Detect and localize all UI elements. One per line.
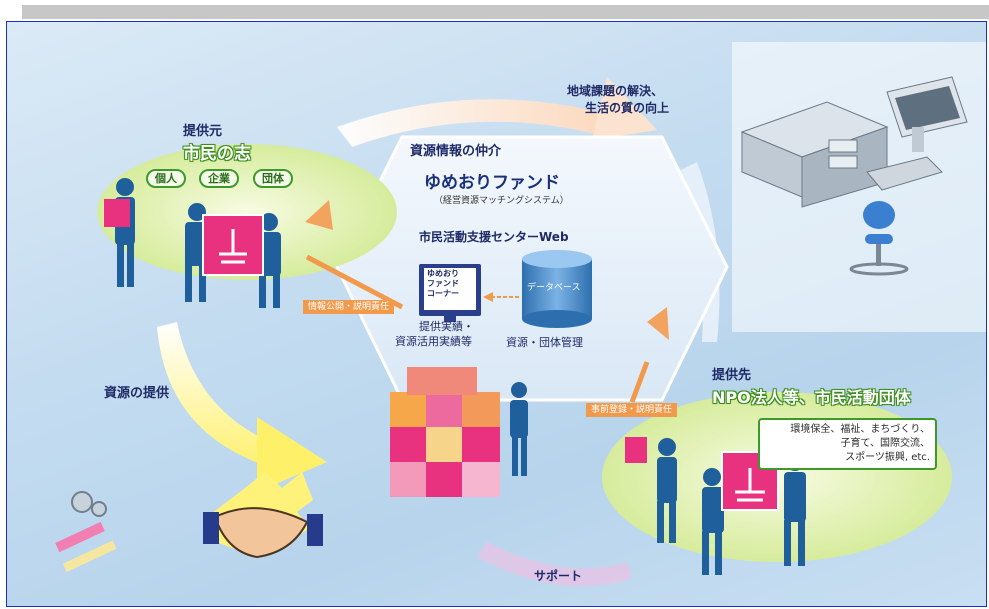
example-line-2: 子育て、国際交流、 [840, 438, 931, 449]
top-arc-arrowhead [592, 77, 657, 140]
screen-line-1: ゆめおり [427, 269, 459, 278]
tag-disclosure: 情報公開・説明責任 [303, 300, 395, 314]
results-line-2: 資源活用実績等 [395, 335, 472, 348]
web-center-label: 市民活動支援センターWeb [419, 230, 569, 244]
fund-name: ゆめおりファンド [424, 173, 560, 193]
resource-provision-label: 資源の提供 [104, 386, 170, 401]
resource-management-label: 資源・団体管理 [506, 336, 583, 349]
people-silhouettes-left [115, 178, 281, 308]
recipient-examples-box: 環境保全、福祉、まちづくり、 子育て、国際交流、 スポーツ振興, etc. [758, 418, 937, 470]
left-orange-arrowhead [305, 200, 333, 230]
pill-group: 団体 [253, 169, 293, 188]
small-pink-box-right [625, 437, 647, 463]
fund-subtitle: （経営資源マッチングシステム） [434, 196, 569, 206]
database-label: データベース [527, 283, 581, 293]
office-desk-illustration [732, 42, 986, 332]
pill-individual: 個人 [146, 169, 186, 188]
small-pink-box-left [104, 199, 130, 227]
left-arc-arrowhead [257, 417, 327, 492]
outcome-line-1: 地域課題の解決、 [567, 84, 664, 98]
desk-glyph-right [735, 468, 765, 502]
block-cube-pile [390, 367, 500, 497]
right-orange-arrowhead [647, 307, 669, 340]
example-line-1: 環境保全、福祉、まちづくり、 [790, 424, 930, 435]
tools-illustration [55, 491, 117, 572]
diagram-frame: 地域課題の解決、 生活の質の向上 資源情報の仲介 ゆめおりファンド （経営資源マ… [6, 21, 987, 607]
office-chair-illustration [849, 201, 909, 276]
pink-box-left [202, 214, 264, 276]
outcome-line-2: 生活の質の向上 [585, 101, 670, 115]
fund-screen-monitor [419, 264, 481, 322]
handshake-illustration [203, 472, 323, 559]
tag-registration: 事前登録・説明責任 [586, 403, 678, 417]
database-cylinder [522, 250, 592, 328]
recipient-title: 提供先 [712, 368, 752, 383]
provider-title: 提供元 [183, 124, 223, 139]
desk-glyph-left [219, 229, 247, 264]
screen-line-2: ファンド [427, 279, 459, 288]
bottom-arc-arrow [477, 542, 632, 587]
recipient-main: NPO法人等、市民活動団体 [712, 388, 911, 407]
person-silhouette-center [510, 382, 528, 476]
pill-company: 企業 [199, 169, 239, 188]
center-heading: 資源情報の仲介 [410, 144, 502, 159]
outcome-label: 地域課題の解決、 生活の質の向上 [567, 83, 669, 117]
support-label: サポート [534, 569, 583, 583]
diagram-artwork [55, 42, 986, 587]
top-gray-bar [22, 5, 989, 19]
results-label: 提供実績・ 資源活用実績等 [393, 319, 474, 349]
screen-text: ゆめおり ファンド コーナー [427, 269, 459, 299]
top-arc-arrow [337, 99, 617, 147]
results-line-1: 提供実績・ [419, 320, 474, 333]
people-silhouettes-right [657, 438, 806, 575]
provider-main: 市民の志 [183, 144, 251, 164]
screen-line-3: コーナー [427, 289, 459, 298]
example-line-3: スポーツ振興, etc. [845, 452, 930, 463]
